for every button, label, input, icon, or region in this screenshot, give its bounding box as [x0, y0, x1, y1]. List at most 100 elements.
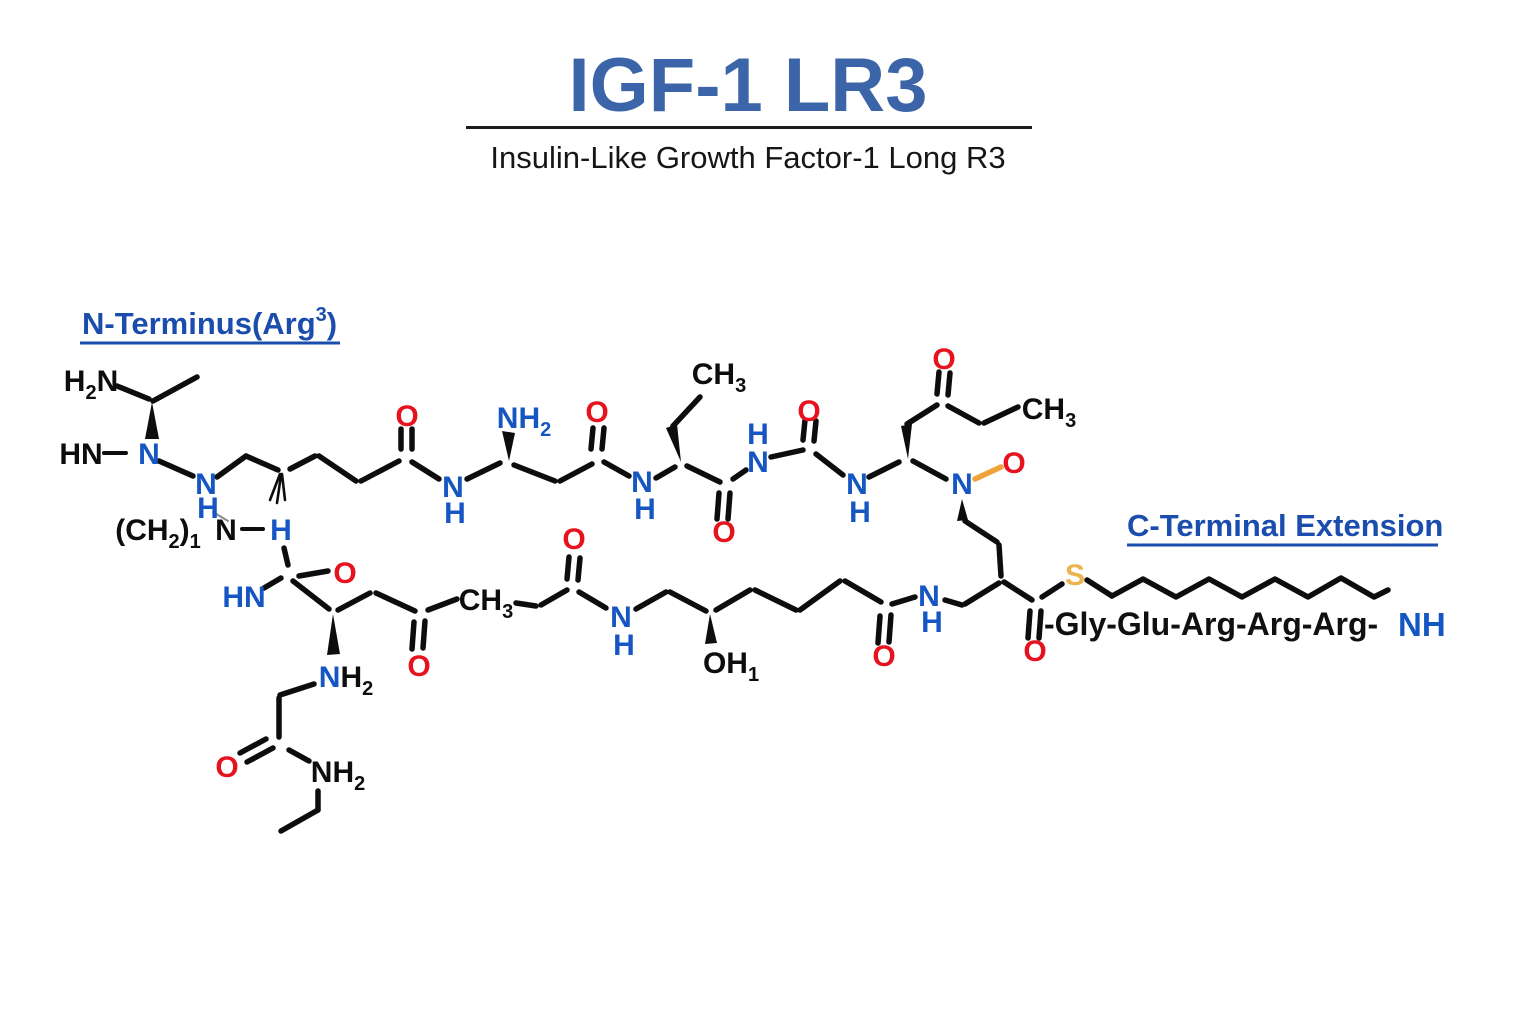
bond — [316, 453, 359, 484]
hn-head-label: HN — [59, 438, 102, 471]
bond — [1084, 577, 1115, 599]
bond — [797, 578, 843, 613]
o-carbonyl-2-label: O — [585, 396, 608, 429]
n-amide-2-label: N — [631, 466, 653, 499]
bond — [588, 425, 596, 452]
bond — [409, 459, 442, 482]
n-amide-6-label: N — [918, 580, 940, 613]
bond — [237, 736, 269, 756]
hash-wedge-bond — [268, 472, 282, 502]
title-divider — [466, 126, 1032, 129]
wedge-bond — [327, 614, 340, 655]
n-hydrazine-1-label: N — [138, 438, 160, 471]
ch3-middle-label: CH3 — [459, 584, 513, 623]
wedge-bond — [666, 424, 681, 462]
bond — [752, 587, 799, 613]
bond — [962, 580, 1002, 607]
bond — [886, 612, 894, 645]
bond — [811, 418, 819, 444]
bond — [972, 464, 1004, 482]
bond — [290, 578, 332, 612]
o-carbonyl-1-label: O — [395, 400, 418, 433]
bond — [942, 597, 965, 608]
bond — [904, 402, 940, 427]
bond — [513, 600, 539, 609]
ch2-sub-1-label: (CH2)1 — [115, 514, 201, 553]
bond — [875, 613, 883, 646]
bond — [601, 459, 632, 479]
o-carbonyl-8-label: O — [872, 640, 895, 673]
n-amide-5-label: N — [610, 601, 632, 634]
bond — [243, 453, 281, 473]
bond — [575, 555, 583, 583]
c-terminal-label: C-Terminal Extension — [1127, 508, 1443, 543]
page-title: IGF-1 LR3 — [568, 43, 928, 128]
bond — [945, 370, 953, 398]
bond — [420, 618, 428, 651]
h-ch2-row-label: H — [270, 514, 292, 547]
h2n-head-label: H2N — [64, 365, 118, 404]
zigzag-chain — [1109, 575, 1391, 600]
n-amide-4-label: N — [846, 468, 868, 501]
n-amide-1-label: N — [442, 471, 464, 504]
wedge-bond — [901, 424, 912, 459]
bond — [1001, 579, 1035, 603]
nh2-asn-label: NH2 — [497, 402, 551, 441]
wedge-bond — [145, 402, 159, 439]
bond — [653, 464, 678, 481]
bond — [214, 453, 249, 480]
bond — [813, 451, 846, 478]
bond — [633, 589, 669, 612]
bond — [800, 417, 808, 443]
wedge-bond — [705, 614, 717, 644]
bond — [277, 681, 317, 698]
h-amide-1-label: H — [444, 497, 466, 530]
bond — [244, 745, 276, 765]
o-carbonyl-5-label: O — [932, 343, 955, 376]
bond — [1036, 608, 1044, 641]
o-amide-bottom-label: O — [215, 751, 238, 784]
bonds-layer — [102, 369, 1391, 834]
bond — [768, 447, 806, 460]
o-carbonyl-3-label: O — [712, 516, 735, 549]
o-carbonyl-4-label: O — [797, 395, 820, 428]
bond — [1039, 581, 1065, 600]
bond — [684, 463, 723, 485]
wedge-bond — [957, 499, 968, 521]
h-amide-6-label: H — [921, 606, 943, 639]
bond — [842, 578, 884, 605]
ch3-top-right-label: CH3 — [1022, 393, 1076, 432]
hash-wedge-bond — [275, 473, 283, 505]
nh2-bottom-label: NH2 — [311, 756, 365, 795]
ch3-abu-label: CH3 — [692, 358, 746, 397]
bond — [981, 404, 1021, 426]
bond — [278, 807, 321, 834]
bond — [576, 589, 609, 611]
nh2-stereo-label: NH2 — [319, 661, 373, 700]
bond — [1025, 608, 1033, 641]
wedge-bond — [502, 431, 515, 461]
bond — [996, 542, 1004, 579]
hash-wedge-bond — [280, 472, 287, 502]
h-amide-2-label: H — [634, 493, 656, 526]
bond — [945, 403, 982, 426]
n-oxide-label: N — [951, 468, 973, 501]
bond — [464, 460, 503, 482]
bond — [296, 568, 331, 579]
h-hydrazine-2-label: H — [197, 492, 219, 525]
o-carbonyl-6-label: O — [407, 650, 430, 683]
bond — [156, 458, 196, 479]
bond — [714, 490, 722, 522]
bond — [114, 383, 152, 402]
bond — [261, 575, 284, 591]
bond — [730, 467, 749, 482]
bond — [866, 459, 902, 480]
page-subtitle: Insulin-Like Growth Factor-1 Long R3 — [490, 140, 1006, 175]
bond — [425, 596, 460, 613]
bond — [599, 425, 607, 452]
bond — [373, 590, 418, 614]
h-amide-3-label: H — [747, 418, 769, 451]
